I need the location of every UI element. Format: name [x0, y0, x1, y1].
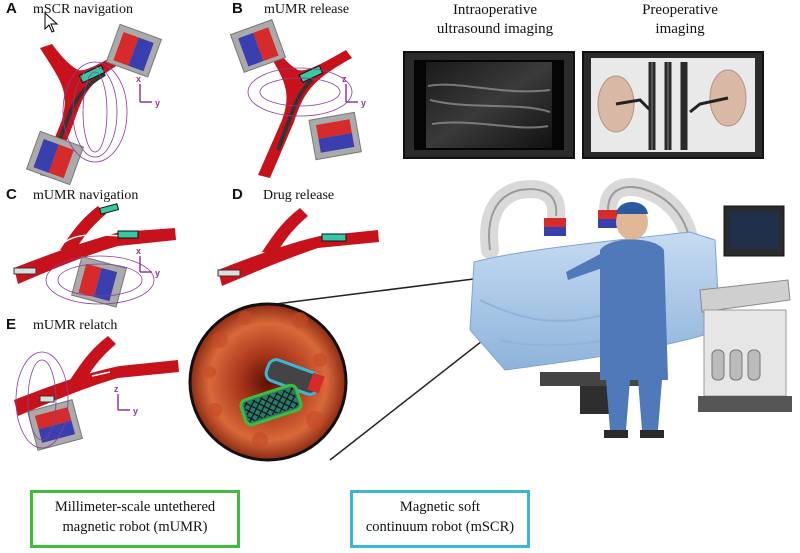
mumr-legend-line2: magnetic robot (mUMR)	[62, 519, 208, 535]
panel-b-magnet-bottom	[308, 111, 362, 161]
panel-a-axis-up: x	[136, 74, 141, 84]
endoscopic-view	[188, 302, 348, 462]
panel-a-magnet-bottom	[25, 130, 85, 186]
mscr-legend-box: Magnetic soft continuum robot (mSCR)	[350, 490, 530, 548]
panel-c-axis-up: x	[136, 246, 141, 256]
panel-c-title: mUMR navigation	[33, 188, 139, 203]
panel-e-letter: E	[6, 316, 17, 333]
panel-a-axes: x y	[136, 74, 160, 108]
ultrasound-caption: Intraoperative ultrasound imaging	[410, 1, 580, 39]
mumr-legend-box: Millimeter-scale untethered magnetic rob…	[30, 490, 240, 548]
panel-e-field-lines	[15, 351, 69, 449]
preop-caption-line2: imaging	[655, 21, 705, 37]
panel-a-magnet-top	[105, 23, 163, 78]
panel-b-vessel	[258, 44, 352, 178]
panel-b-axis-right: y	[361, 98, 366, 108]
panel-a-letter: A	[6, 0, 17, 17]
panel-c-axis-right: y	[155, 268, 160, 278]
ultrasound-caption-line1: Intraoperative	[452, 2, 538, 18]
robot-arm-left	[480, 180, 566, 259]
panel-a-field-lines	[62, 61, 128, 163]
panel-b-title: mUMR release	[264, 2, 350, 17]
ultrasound-monitor	[403, 51, 575, 159]
panel-c-vessel	[13, 203, 176, 284]
panel-e-vessel	[14, 336, 179, 416]
panel-e-magnet	[26, 399, 84, 451]
robot-arm-right	[598, 178, 699, 259]
panel-d-letter: D	[232, 186, 243, 203]
panel-b-field-lines	[247, 67, 353, 117]
preop-caption: Preoperative imaging	[585, 1, 775, 39]
surgeon	[566, 202, 668, 438]
panel-e-axis-right: y	[133, 406, 138, 416]
preop-caption-line1: Preoperative	[642, 2, 718, 18]
panel-c-field-lines	[45, 255, 155, 305]
panel-d-vessel	[217, 208, 379, 286]
panel-e-title: mUMR relatch	[33, 318, 118, 333]
panel-b-letter: B	[232, 0, 243, 17]
panel-a-axis-right: y	[155, 98, 160, 108]
panel-e-axes: z y	[114, 384, 138, 416]
panel-c-letter: C	[6, 186, 17, 203]
panel-a-title: mSCR navigation	[33, 2, 133, 17]
panel-c-magnet	[71, 255, 128, 308]
mscr-legend-line2: continuum robot (mSCR)	[365, 519, 515, 535]
mumr-legend-line1: Millimeter-scale untethered	[54, 499, 216, 515]
mouse-cursor-icon	[44, 12, 59, 33]
ultrasound-caption-line2: ultrasound imaging	[436, 21, 554, 37]
panel-e-axis-up: z	[114, 384, 119, 394]
panel-b-magnet-top	[229, 19, 287, 73]
panel-b-axes: z y	[342, 74, 366, 108]
preop-monitor	[582, 51, 764, 159]
ultrasound-machine	[698, 205, 792, 412]
panel-b-axis-up: z	[342, 74, 347, 84]
mscr-legend-line1: Magnetic soft	[399, 499, 481, 515]
panel-c-axes: x y	[136, 246, 160, 278]
panel-d-title: Drug release	[263, 188, 335, 203]
